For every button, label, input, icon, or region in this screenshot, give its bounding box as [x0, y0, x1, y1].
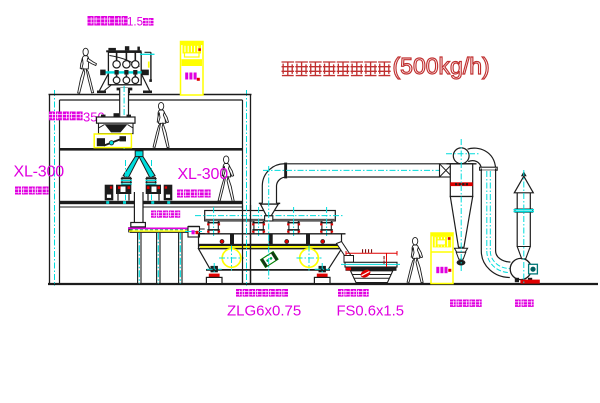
svg-text:XL-300: XL-300 [14, 164, 65, 181]
svg-text:(500kg/h): (500kg/h) [393, 53, 490, 79]
svg-text:FS0.6x1.5: FS0.6x1.5 [337, 304, 404, 320]
svg-text:XL-300: XL-300 [178, 166, 229, 183]
svg-text:ZLG6x0.75: ZLG6x0.75 [227, 303, 301, 320]
svg-text:1.5: 1.5 [127, 17, 143, 29]
